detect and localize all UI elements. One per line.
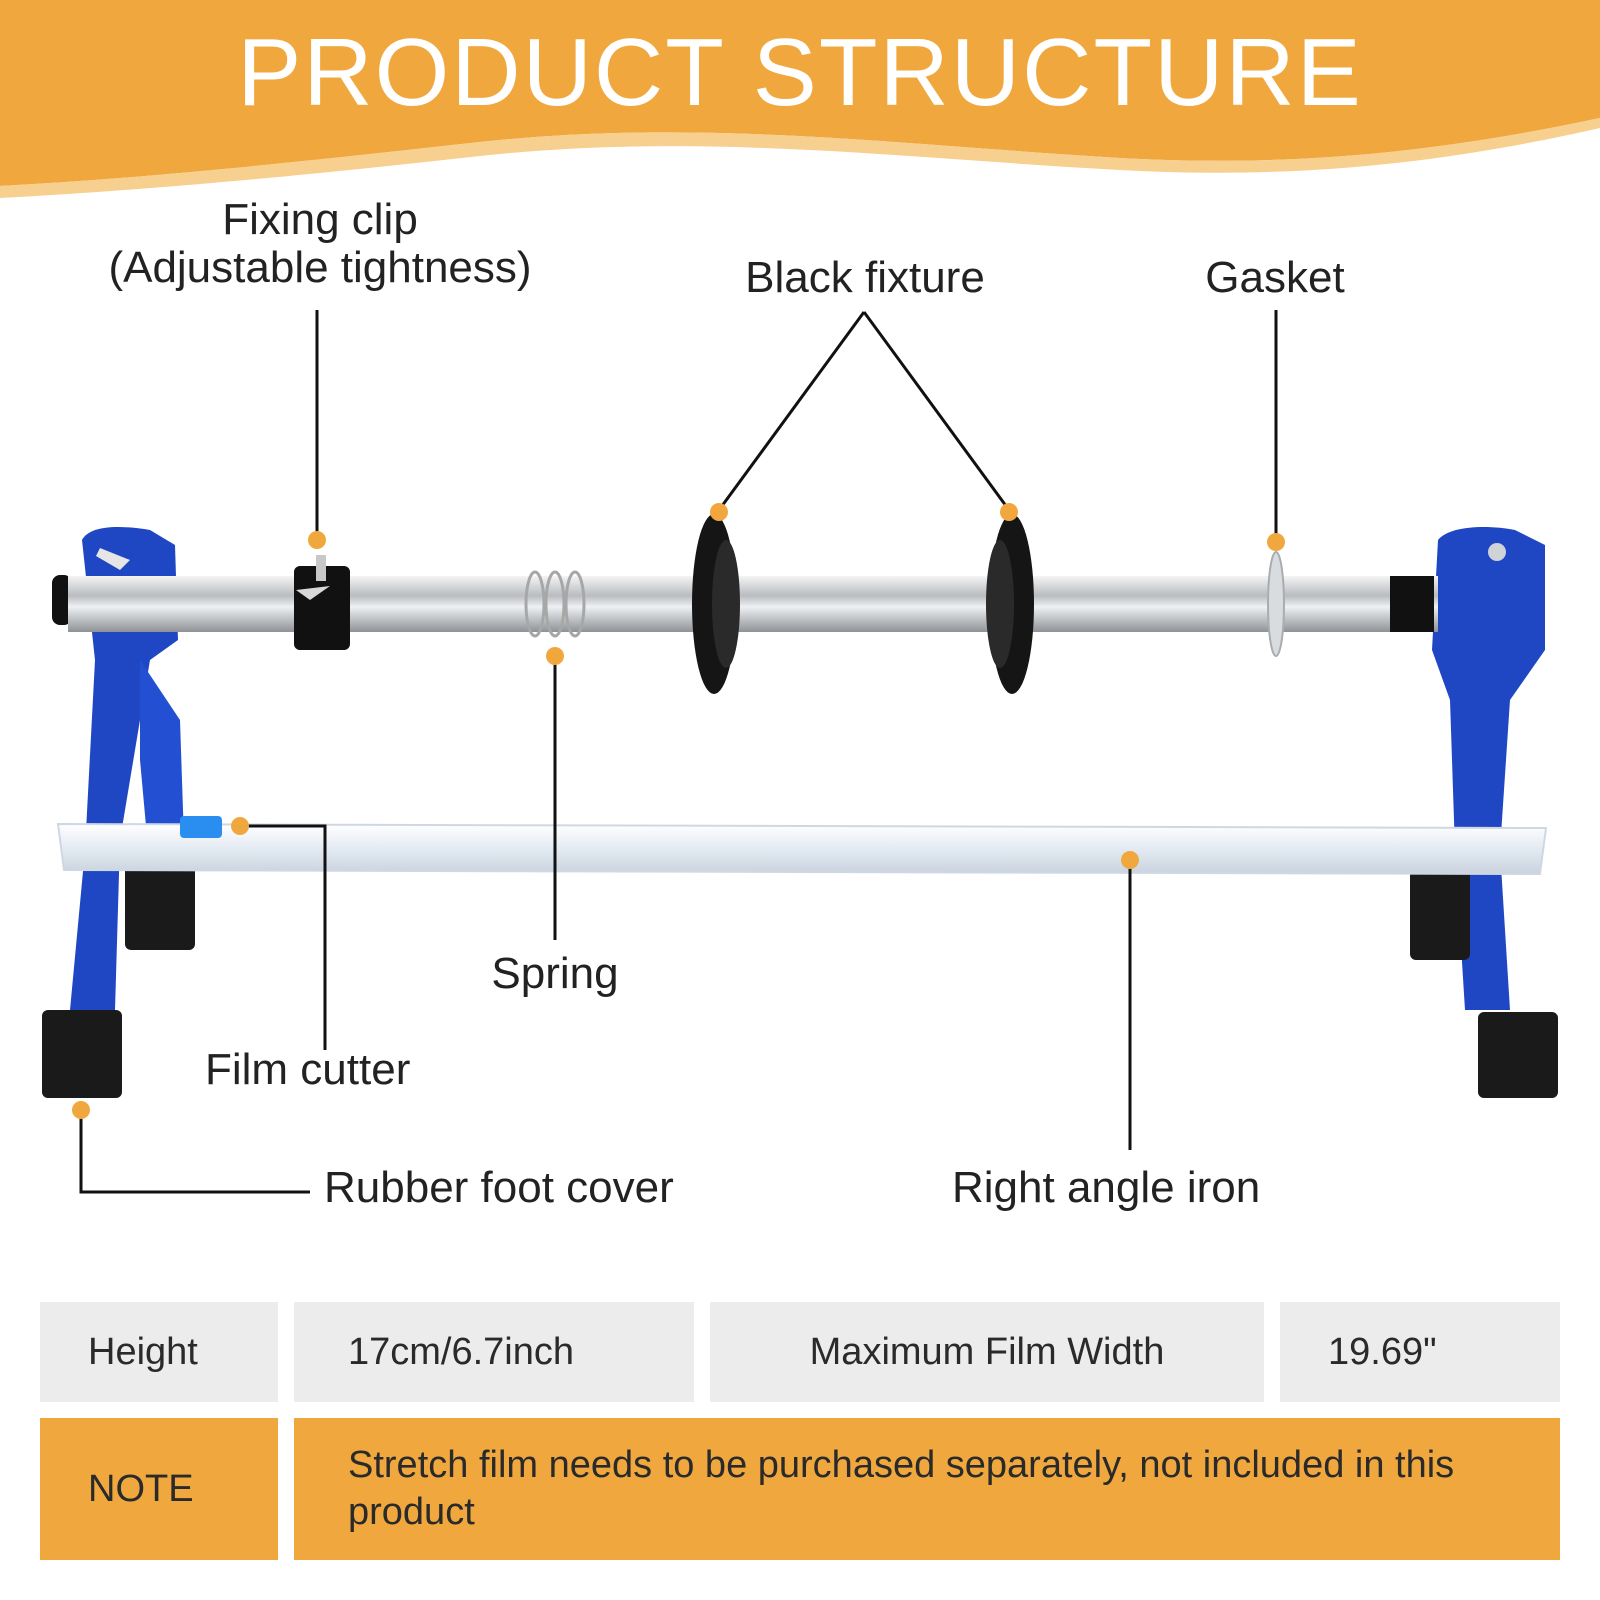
marker-dot [1121,851,1139,869]
marker-dot [1267,533,1285,551]
label-film-cutter: Film cutter [205,1045,411,1094]
header-banner: PRODUCT STRUCTURE [0,0,1600,210]
product-diagram [42,310,1558,1194]
max-film-width-label: Maximum Film Width [710,1302,1264,1402]
right-back-foot [1410,870,1470,960]
note-label: NOTE [40,1418,278,1560]
left-back-foot [125,850,195,950]
gasket [1267,551,1285,657]
callout-lines [79,310,1278,1194]
marker-dot [72,1101,90,1119]
left-stand [42,527,195,1098]
header-wave-background [0,0,1600,198]
roller-rod [68,576,1438,632]
height-value: 17cm/6.7inch [294,1302,694,1402]
marker-dot [546,647,564,665]
black-fixture-right [986,514,1034,694]
marker-dot [710,503,728,521]
black-fixture-left [692,514,740,694]
label-spring: Spring [491,949,619,998]
marker-dot [231,817,249,835]
label-gasket: Gasket [1205,253,1345,302]
label-fixing-clip: Fixing clip (Adjustable tightness) [60,195,580,293]
label-black-fixture: Black fixture [745,253,985,302]
label-rubber-foot-cover: Rubber foot cover [324,1163,674,1212]
right-stand [1410,527,1558,1098]
label-fixing-clip-line1: Fixing clip [222,195,418,244]
marker-dot [1000,503,1018,521]
max-film-width-value: 19.69" [1280,1302,1560,1402]
right-front-foot-rubber [1478,1012,1558,1098]
rod-end-cap [1390,576,1434,632]
marker-dot [308,531,326,549]
spring [524,570,586,638]
fixing-clip [294,555,350,650]
height-label: Height [40,1302,278,1402]
note-cell: Stretch film needs to be purchased separ… [294,1418,1560,1560]
page-title: PRODUCT STRUCTURE [237,19,1363,126]
film-cutter [180,816,222,838]
right-angle-iron [56,822,1548,876]
note-text: Stretch film needs to be purchased separ… [348,1443,1455,1534]
left-front-foot-rubber [42,1010,122,1098]
label-right-angle-iron: Right angle iron [952,1163,1261,1212]
label-fixing-clip-line2: (Adjustable tightness) [108,243,532,293]
